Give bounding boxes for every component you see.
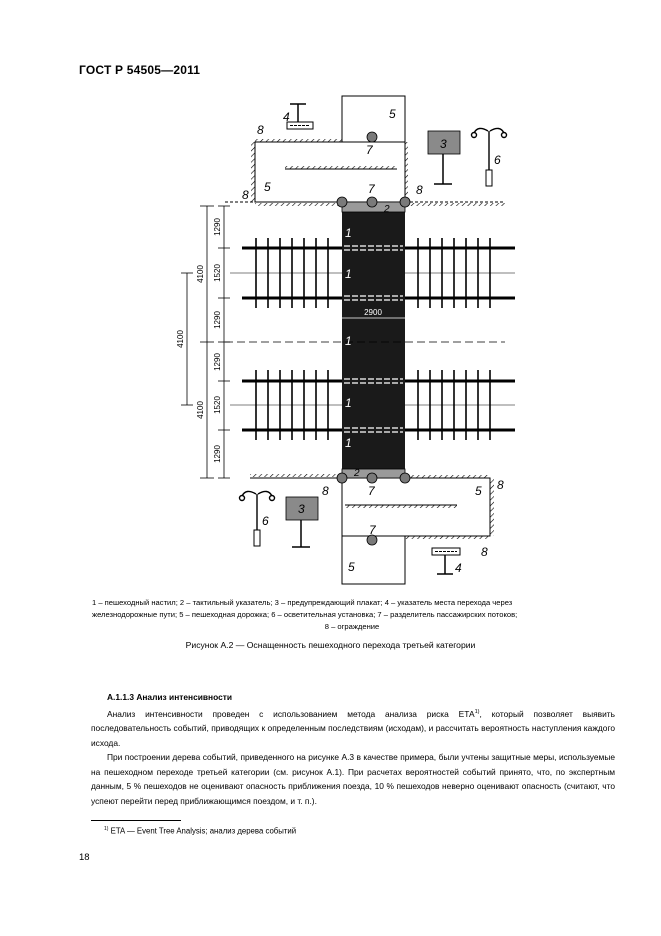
callout-2-top: 2 (383, 204, 390, 215)
callout-8-top-b: 8 (242, 188, 249, 202)
callout-6-top: 6 (494, 153, 501, 167)
figure-caption: Рисунок А.2 — Оснащенность пешеходного п… (185, 640, 476, 650)
railway-tracks (225, 238, 515, 440)
warning-sign-top (427, 130, 461, 185)
callout-4-bottom: 4 (455, 561, 462, 575)
callout-2-bottom: 2 (353, 468, 360, 479)
dim-1520-a: 1520 (213, 264, 222, 282)
dim-4100-a: 4100 (196, 265, 205, 283)
callout-6-bottom: 6 (262, 514, 269, 528)
warning-sign-bottom (285, 496, 319, 548)
callout-1-a: 1 (345, 226, 352, 240)
section-heading: А.1.1.3 Анализ интенсивности (107, 692, 233, 702)
lamp-bottom (238, 490, 276, 547)
figure-legend: 1 – пешеходный настил; 2 – тактильный ук… (92, 597, 612, 633)
callout-8-top-a: 8 (257, 123, 264, 137)
flow-divider-nodes (336, 131, 411, 546)
crossing-diagram: 1290 1520 1290 1290 1520 1290 4100 4100 … (176, 95, 515, 585)
callout-7-top-b: 7 (368, 182, 376, 196)
callout-3-bottom: 3 (298, 502, 305, 516)
section-body: А.1.1.3 Анализ интенсивности Анализ инте… (91, 690, 615, 809)
legend-row-3: 8 – ограждение (324, 622, 380, 631)
page-number: 18 (79, 852, 90, 863)
callout-1-b: 1 (345, 267, 352, 281)
crossing-indicator-bottom (431, 547, 461, 575)
footnote-ref: 1) (474, 708, 480, 715)
callout-5-top-a: 5 (389, 107, 396, 121)
dim-2900: 2900 (364, 308, 382, 317)
footnote: 1) ETA — Event Tree Analysis; анализ дер… (104, 826, 297, 836)
callout-1-c: 1 (345, 334, 352, 348)
dim-4100-b: 4100 (196, 401, 205, 419)
dim-4100-c: 4100 (176, 330, 185, 348)
callout-1-e: 1 (345, 436, 352, 450)
dim-1520-b: 1520 (213, 396, 222, 414)
callout-8-bottom-c: 8 (481, 545, 488, 559)
callout-8-bottom-b: 8 (497, 478, 504, 492)
footnote-divider (91, 820, 181, 821)
callout-5-bottom-b: 5 (348, 560, 355, 574)
dim-1290-b: 1290 (213, 311, 222, 329)
callout-7-bottom-a: 7 (368, 484, 376, 498)
paragraph-1: Анализ интенсивности проведен с использо… (91, 708, 615, 748)
dimension-lines (181, 205, 405, 479)
top-platform (225, 95, 505, 206)
dim-1290-c: 1290 (213, 353, 222, 371)
callout-7-top-a: 7 (366, 143, 374, 157)
paragraph-2: При построении дерева событий, приведенн… (91, 752, 615, 806)
dimension-labels: 1290 1520 1290 1290 1520 1290 4100 4100 … (176, 218, 382, 463)
callout-3-top: 3 (440, 137, 447, 151)
callout-4-top: 4 (283, 110, 290, 124)
callout-8-top-c: 8 (416, 183, 423, 197)
crossing-indicator-top (286, 103, 314, 130)
legend-row-2: железнодорожные пути; 5 – пешеходная дор… (92, 610, 518, 619)
legend-row-1: 1 – пешеходный настил; 2 – тактильный ук… (92, 598, 513, 607)
lamp-top (470, 127, 508, 187)
callout-5-top-b: 5 (264, 180, 271, 194)
walkway-deck (342, 212, 405, 469)
callout-numbers: 4 5 8 7 3 6 8 5 7 8 2 1 1 1 1 1 2 8 7 5 … (242, 107, 504, 575)
callout-8-bottom-a: 8 (322, 484, 329, 498)
callout-1-d: 1 (345, 396, 352, 410)
callout-5-bottom-a: 5 (475, 484, 482, 498)
dim-1290-a: 1290 (213, 218, 222, 236)
dim-1290-d: 1290 (213, 445, 222, 463)
bottom-platform (250, 474, 494, 585)
document-code: ГОСТ Р 54505—2011 (79, 63, 201, 77)
callout-7-bottom-b: 7 (369, 523, 377, 537)
